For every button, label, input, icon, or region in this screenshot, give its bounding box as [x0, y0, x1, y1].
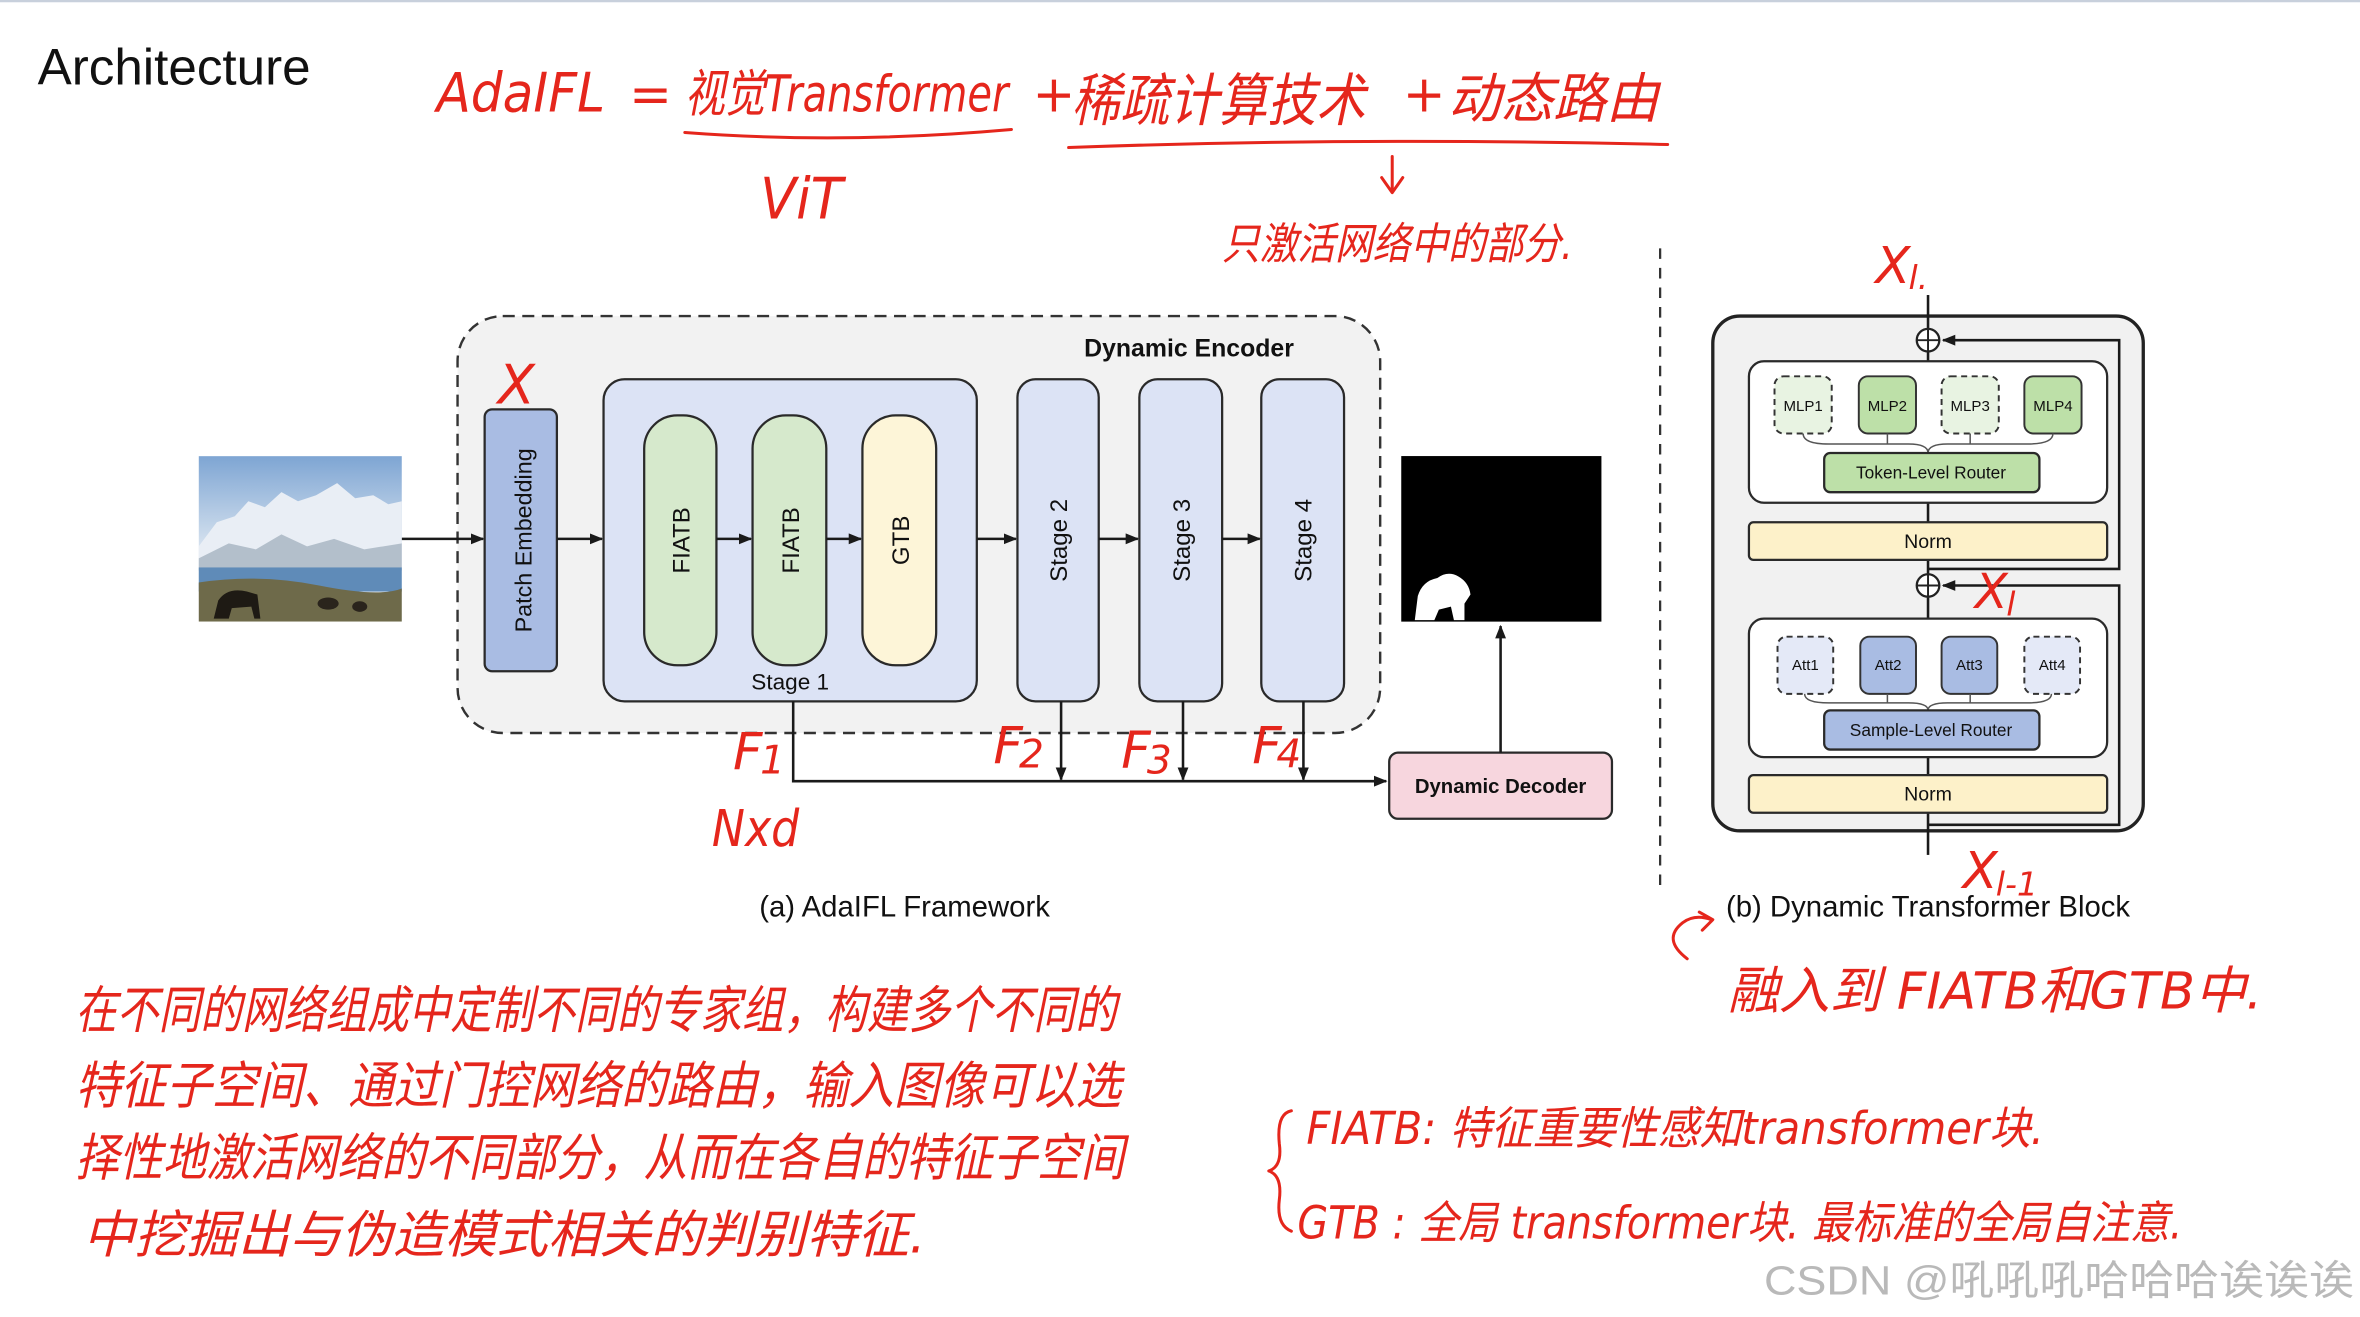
adaifl-framework: Dynamic Encoder Patch Embedding X FIATB …: [198, 314, 1614, 924]
token-level-router-label: Token-Level Router: [1856, 463, 2006, 483]
feature-f3-subscript: 3: [1147, 739, 1172, 784]
formula-term-vision-transformer: 视觉Transformer: [685, 65, 1011, 124]
stage1-gtb-label: GTB: [888, 516, 915, 566]
description-line-4: 中挖掘出与伪造模式相关的判别特征.: [83, 1206, 926, 1265]
token-level-router: [1823, 451, 2041, 494]
lower-residual-connection: [1928, 580, 2121, 827]
stage1-label: Stage 1: [751, 669, 829, 694]
feature-f1-subscript: 1: [760, 739, 785, 784]
page-title: Architecture: [38, 38, 311, 95]
block-output-x-subscript: l.: [1908, 258, 1928, 297]
feature-bus-to-decoder: [791, 701, 1388, 787]
output-mask-silhouette: [1414, 573, 1471, 621]
att-expert-1-label: Att1: [1792, 657, 1819, 674]
framework-caption: (a) AdaIFL Framework: [759, 891, 1050, 924]
stage1-fiatb-block-2: [751, 414, 828, 667]
stage1-fiatb-label-2: FIATB: [778, 507, 805, 573]
stage3-label: Stage 3: [1169, 499, 1196, 582]
block-middle-x-subscript: l: [2006, 585, 2016, 624]
formula-term-sparse-compute: 稀疏计算技术: [1072, 68, 1370, 134]
description-line-2: 特征子空间、通过门控网络的路由，输入图像可以选: [75, 1057, 1125, 1116]
block-middle-x-mark: X: [1972, 564, 2009, 620]
formula-vit-note: ViT: [760, 166, 847, 232]
stage1-fiatb-label-1: FIATB: [668, 507, 695, 573]
stage3-block: [1138, 378, 1224, 703]
output-mask-image: [1401, 456, 1602, 622]
stage4-label: Stage 4: [1291, 499, 1318, 582]
dynamic-transformer-block: MLP1 MLP2 MLP3 MLP4 Token-Level Router N…: [1711, 237, 2145, 924]
att-expert-3-label: Att3: [1956, 657, 1983, 674]
mlp-expert-2-label: MLP2: [1868, 398, 1907, 415]
att-expert-1: [1776, 635, 1835, 695]
input-image-animal: [213, 590, 261, 619]
norm-top: [1747, 521, 2109, 562]
input-image-ground: [198, 578, 402, 622]
formula-plus-1: +: [1033, 65, 1076, 124]
att-expert-2: [1859, 635, 1917, 695]
stage1-fiatb-block-1: [643, 414, 718, 667]
stage2-label: Stage 2: [1046, 499, 1073, 582]
token-shape-mark: Nxd: [712, 800, 800, 859]
definition-fiatb: FIATB: 特征重要性感知transformer块.: [1306, 1102, 2044, 1155]
description-line-1: 在不同的网络组成中定制不同的专家组，构建多个不同的: [75, 982, 1121, 1041]
sample-level-router: [1823, 709, 2041, 751]
block-caption: (b) Dynamic Transformer Block: [1726, 891, 2130, 924]
att-expert-4-label: Att4: [2039, 657, 2066, 674]
feature-f4-mark: F: [1252, 717, 1283, 776]
watermark: CSDN @吼吼吼哈哈哈诶诶诶: [1764, 1257, 2354, 1303]
feature-f2-mark: F: [993, 717, 1024, 776]
add-node-top-icon: [1915, 327, 1941, 353]
formula-term-dynamic-routing: 动态路由: [1448, 67, 1661, 130]
definition-gtb: GTB : 全局 transformer块. 最标准的全局自注意.: [1297, 1197, 2182, 1250]
block-output-x-mark: X: [1872, 237, 1911, 296]
slide-top-border: [0, 0, 2360, 3]
formula-sparse-note: 只激活网络中的部分.: [1222, 219, 1573, 270]
stage2-block: [1016, 378, 1100, 703]
mlp-expert-1-label: MLP1: [1783, 398, 1822, 415]
feature-f4-subscript: 4: [1276, 733, 1301, 778]
feature-f3-mark: F: [1121, 722, 1152, 781]
merge-note: 融入到 FIATB和GTB中.: [1728, 962, 2262, 1021]
input-x-mark: X: [495, 353, 537, 416]
input-image: [198, 456, 402, 622]
stage1-gtb-block: [861, 414, 938, 667]
mlp-expert-4-label: MLP4: [2033, 398, 2072, 415]
input-image-animal: [352, 601, 368, 612]
definitions-brace: [1267, 1109, 1293, 1233]
formula-arrow-down-icon: [1380, 155, 1405, 195]
input-image-animal: [317, 597, 339, 610]
norm-top-label: Norm: [1904, 531, 1952, 553]
block-input-x-mark: X: [1960, 842, 1999, 901]
formula-plus-2: +: [1403, 65, 1446, 124]
formula-lhs: AdaIFL: [434, 61, 605, 124]
norm-bottom: [1747, 774, 2109, 814]
formula-underline-2: [1067, 139, 1670, 150]
feature-f2-subscript: 2: [1019, 733, 1044, 778]
att-expert-2-label: Att2: [1875, 657, 1902, 674]
upper-residual-connection: [1928, 334, 2121, 571]
mlp-expert-3: [1940, 375, 2000, 435]
norm-bottom-label: Norm: [1904, 784, 1952, 806]
patch-embedding-block: [483, 408, 559, 673]
formula-underline-1: [683, 127, 1013, 140]
add-node-middle-icon: [1915, 573, 1941, 598]
att-expert-4: [2023, 635, 2082, 695]
sample-level-router-label: Sample-Level Router: [1850, 720, 2013, 740]
formula-equals: =: [629, 65, 672, 124]
mlp-expert-3-label: MLP3: [1951, 398, 1990, 415]
att-expert-3: [1940, 635, 1999, 695]
feature-f1-mark: F: [733, 723, 764, 782]
input-image-hills: [198, 534, 402, 571]
patch-embedding-label: Patch Embedding: [510, 448, 536, 632]
handwritten-notes: 融入到 FIATB和GTB中. 在不同的网络组成中定制不同的专家组，构建多个不同…: [75, 910, 2262, 1265]
mlp-expert-1: [1773, 375, 1833, 435]
curved-arrow-icon: [1671, 910, 1715, 961]
block-input-x-subscript: l-1: [1996, 865, 2038, 904]
formula-annotation: AdaIFL = 视觉Transformer + 稀疏计算技术 + 动态路由 V…: [434, 61, 1670, 270]
dynamic-encoder-label: Dynamic Encoder: [1084, 336, 1294, 363]
dynamic-decoder-label: Dynamic Decoder: [1415, 776, 1587, 798]
description-line-3: 择性地激活网络的不同部分，从而在各自的特征子空间: [75, 1130, 1129, 1189]
